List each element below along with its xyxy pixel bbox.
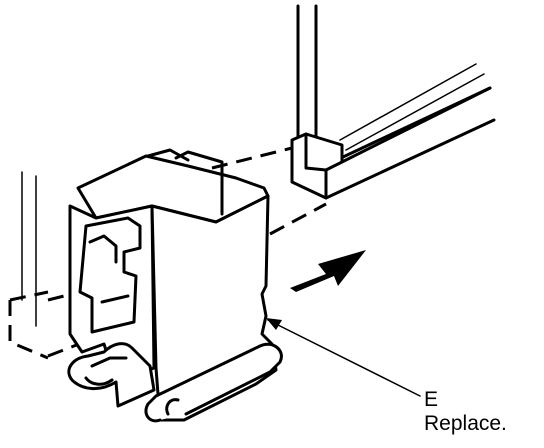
part-callout: E Replace. xyxy=(424,388,507,436)
part-letter: E xyxy=(424,388,439,411)
arrow-right-up-icon xyxy=(290,250,366,292)
part-instruction: Replace. xyxy=(424,412,507,435)
left-rail xyxy=(8,171,49,360)
panel-rail xyxy=(290,4,496,200)
callout-leader xyxy=(266,318,421,397)
retainer-clip xyxy=(67,148,283,423)
